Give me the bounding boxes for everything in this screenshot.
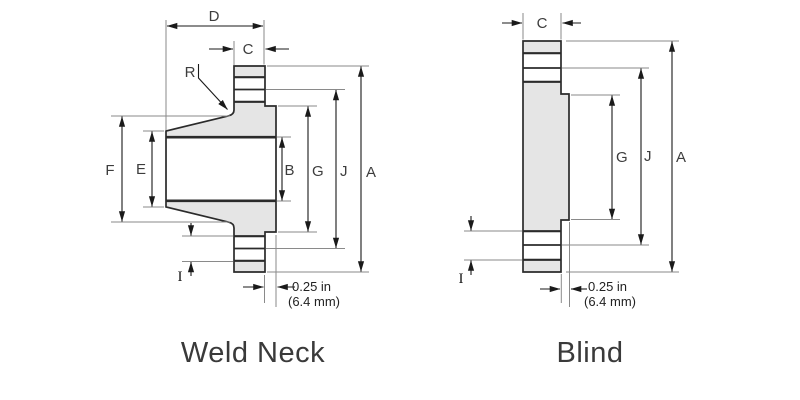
dim-label-f: F (105, 162, 114, 179)
raised-face-note-line1: 0.25 in (588, 279, 627, 294)
dim-label-r: R (185, 64, 196, 81)
raised-face-note-line1: 0.25 in (292, 279, 331, 294)
weld-neck-outline (165, 65, 277, 273)
dim-label-b: B (285, 162, 295, 179)
dim-label-i: I (459, 271, 464, 287)
bore-opening (166, 138, 276, 200)
dim-label-g: G (312, 163, 324, 180)
raised-face-note-line2: (6.4 mm) (288, 294, 340, 309)
dim-label-j: J (644, 148, 652, 165)
dim-label-e: E (136, 161, 146, 178)
blind-cross-section (523, 41, 569, 272)
dim-label-j: J (340, 163, 348, 180)
dim-label-a: A (676, 149, 686, 166)
blind-caption: Blind (557, 337, 624, 369)
dim-label-i: I (178, 269, 183, 285)
radius-leader-line (197, 64, 228, 110)
weld-neck-caption: Weld Neck (181, 337, 325, 369)
blind-diagram: C G J A I 0.25 in (6.4 mm) Blind (459, 13, 686, 369)
blind-outline (522, 40, 570, 273)
dim-label-d: D (209, 8, 220, 25)
weld-neck-diagram: D C R F E B G J A I 0.25 in (6.4 mm) Wel… (105, 8, 376, 369)
dim-label-g: G (616, 149, 628, 166)
raised-face-note-line2: (6.4 mm) (584, 294, 636, 309)
dim-label-c: C (243, 41, 254, 58)
dim-label-c: C (537, 15, 548, 32)
dim-label-a: A (366, 164, 376, 181)
